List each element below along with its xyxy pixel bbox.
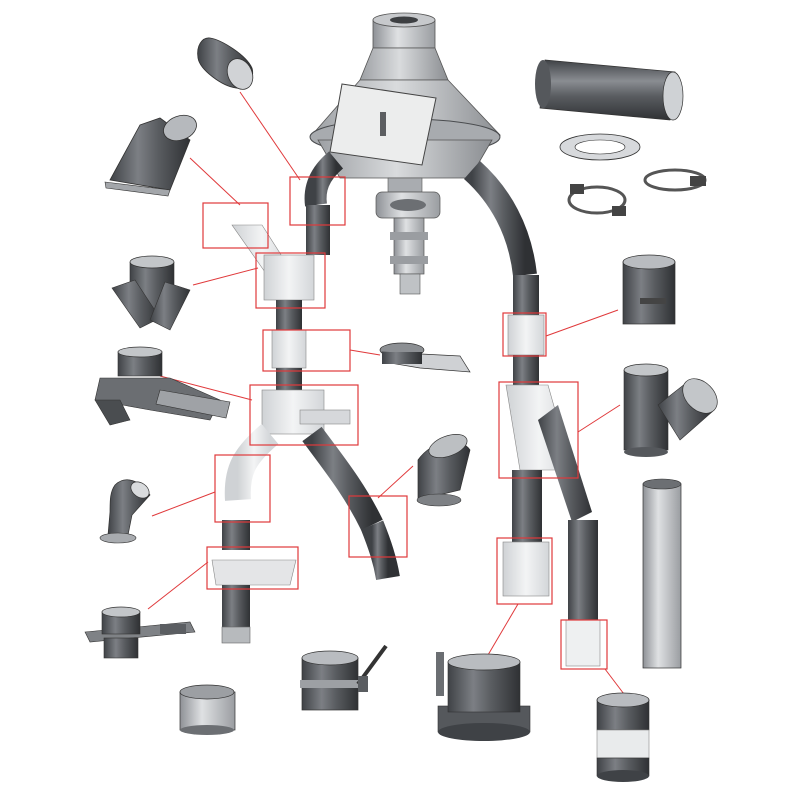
iris-valve-icon <box>436 652 531 741</box>
highlight-box-cap <box>289 176 346 226</box>
long-pipe-icon <box>642 478 682 669</box>
diverter-valve-icon <box>94 346 231 426</box>
highlight-box-elbow-left <box>214 454 271 523</box>
highlight-box-chute <box>202 202 269 249</box>
short-collar-icon <box>179 684 236 735</box>
angled-inlet-cap-icon <box>197 37 254 90</box>
elbow-segmented-icon <box>416 434 471 507</box>
quick-clamp-icon <box>643 168 707 192</box>
hopper <box>309 12 501 295</box>
inclined-chute-icon <box>104 114 197 197</box>
leader-lines <box>147 91 631 703</box>
highlight-box-sight-glass <box>560 619 608 670</box>
coupling-sleeve-icon <box>622 254 676 325</box>
highlight-box-sleeve-right <box>502 312 547 357</box>
highlight-box-iris-valve <box>496 537 553 605</box>
flange-ring-icon <box>559 133 641 161</box>
slide-gate-icon-bottom <box>84 606 196 659</box>
y-branch-icon-large <box>623 363 718 457</box>
highlight-box-y-large <box>498 381 579 479</box>
slide-gate-with-handle-icon <box>379 342 471 373</box>
straight-pipe-top-right-icon <box>535 59 684 121</box>
pipe-clamp-icon <box>567 184 627 216</box>
highlight-box-elbow-right <box>348 495 408 558</box>
main-assembly <box>211 151 601 667</box>
highlight-box-slide-gate-bottom <box>206 546 299 590</box>
sight-glass-section-icon <box>596 692 650 782</box>
highlight-box-diverter <box>249 384 359 446</box>
y-branch-icon-small <box>111 255 191 331</box>
elbow-icon-left <box>99 479 151 544</box>
highlight-box-y-small <box>255 252 326 309</box>
manual-butterfly-valve-icon <box>300 644 388 711</box>
highlight-boxes <box>202 176 608 670</box>
